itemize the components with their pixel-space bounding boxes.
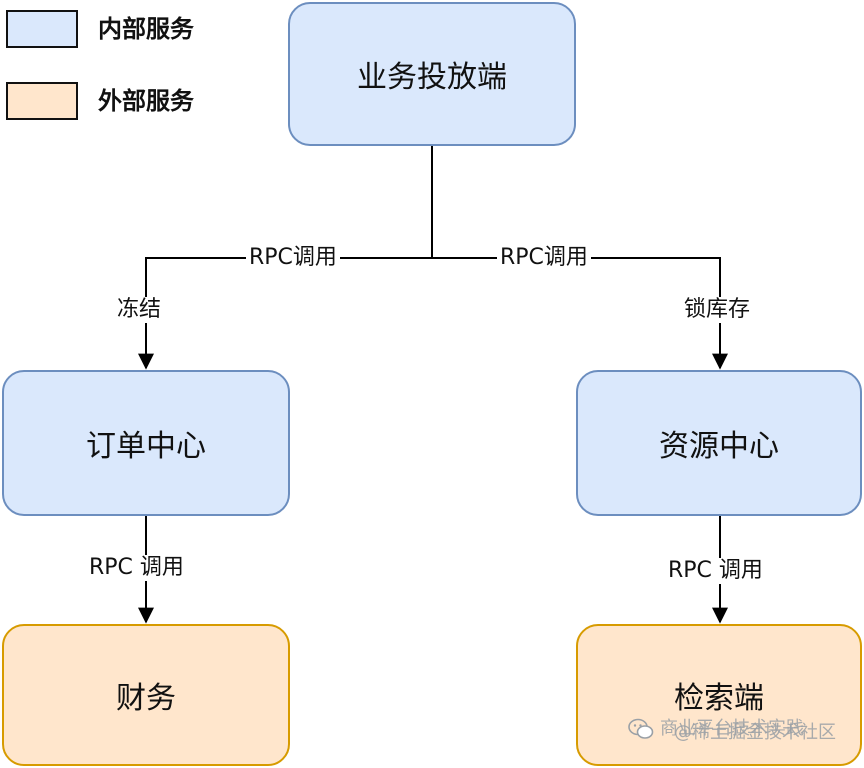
node-finance: 财务 xyxy=(2,624,290,766)
legend-swatch-external xyxy=(6,82,78,120)
legend-swatch-internal xyxy=(6,10,78,48)
edge-top-to-resource xyxy=(432,257,728,370)
watermark: 商业平台技术实践 @稀土掘金技术社区 xyxy=(628,718,836,743)
edge-label-rpc-left: RPC调用 xyxy=(246,245,340,271)
edge-label-rpc-right: RPC调用 xyxy=(497,245,591,271)
watermark-line2: @稀土掘金技术社区 xyxy=(674,722,836,743)
edge-label-order-to-finance: RPC 调用 xyxy=(86,555,187,581)
legend-label-internal: 内部服务 xyxy=(98,15,194,43)
node-order-center: 订单中心 xyxy=(2,370,290,516)
edge-label-lock-stock: 锁库存 xyxy=(681,297,754,323)
legend-label-external: 外部服务 xyxy=(98,87,194,115)
edge-label-resource-to-search: RPC 调用 xyxy=(665,558,766,584)
node-search: 检索端 xyxy=(576,624,862,766)
edge-label-freeze: 冻结 xyxy=(114,297,165,323)
watermark-line1: 商业平台技术实践 xyxy=(660,718,804,739)
node-business-delivery: 业务投放端 xyxy=(288,2,576,146)
node-resource-center: 资源中心 xyxy=(576,370,862,516)
wechat-icon xyxy=(628,718,654,740)
